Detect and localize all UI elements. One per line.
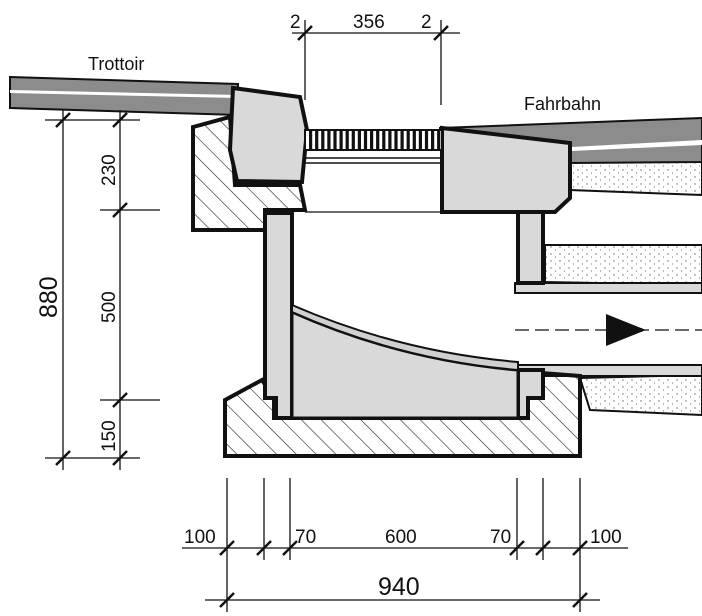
dim-top-right-gap: 2	[421, 12, 432, 33]
channel-floor	[290, 303, 520, 420]
grate-bar	[388, 131, 392, 149]
grate-bar	[333, 131, 337, 149]
shaft-right-wall	[516, 210, 545, 420]
grate-bar	[345, 131, 349, 149]
label-fahrbahn: Fahrbahn	[524, 94, 601, 114]
outlet-pipe	[514, 282, 702, 377]
grate-bar	[418, 131, 422, 149]
dim-left-inner-wall: 70	[295, 527, 316, 548]
grate-bar	[357, 131, 361, 149]
dim-middle-height: 500	[99, 291, 120, 323]
grate-bar	[400, 131, 404, 149]
grate-bar	[394, 131, 398, 149]
grate-bar	[376, 131, 380, 149]
kerb-stone	[227, 85, 310, 185]
dim-top-left-gap: 2	[290, 12, 301, 33]
grate-bar	[382, 131, 386, 149]
dim-right-inner-wall: 70	[490, 527, 511, 548]
grate-bar	[424, 131, 429, 149]
dim-bottom-right-wall: 100	[590, 527, 622, 548]
dim-lower-height: 150	[99, 420, 120, 452]
dim-total-width: 940	[378, 573, 420, 601]
dim-bottom-left-wall: 100	[184, 527, 216, 548]
grate-bar	[321, 131, 325, 149]
grate-bar	[363, 131, 368, 149]
grate-bar	[370, 131, 374, 149]
grate-bar	[309, 131, 313, 149]
grate-bar	[327, 131, 331, 149]
grate-bar	[437, 131, 441, 149]
grate-bar	[406, 131, 410, 149]
label-trottoir: Trottoir	[88, 54, 144, 74]
grate-bar	[339, 131, 343, 149]
top-dimension	[292, 20, 460, 105]
grate-bar	[315, 131, 319, 149]
dim-upper-height: 230	[99, 154, 120, 186]
dim-grate-width: 356	[353, 12, 385, 33]
bottom-dimensions	[182, 478, 628, 612]
grate-bar	[351, 131, 355, 149]
inlet-grate	[304, 129, 443, 213]
dim-inner-width: 600	[385, 527, 417, 548]
grate-bar	[431, 131, 435, 149]
grate-bar	[412, 131, 416, 149]
dim-total-height: 880	[35, 276, 63, 318]
trottoir-pavement	[9, 75, 239, 117]
left-dimensions	[45, 110, 160, 470]
shaft-left-wall	[263, 211, 294, 420]
grate-frame-block	[440, 125, 572, 214]
